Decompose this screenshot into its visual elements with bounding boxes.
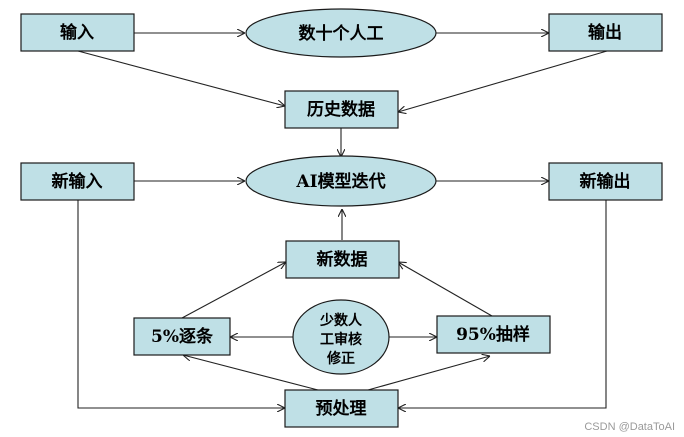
- node-output: 输出: [548, 13, 663, 52]
- edge-newoutput-to-preprocess: [398, 200, 607, 408]
- node-five-pct-review-label: 5%逐条: [151, 326, 214, 347]
- node-ninety-five-pct-sample-label: 95%抽样: [456, 324, 530, 345]
- node-five-pct-review: 5%逐条: [133, 317, 231, 356]
- node-preprocessing-label: 预处理: [316, 398, 367, 419]
- node-ai-model-iteration: AI模型迭代: [245, 155, 437, 207]
- node-ninety-five-pct-sample: 95%抽样: [436, 315, 551, 354]
- edge-input-to-history: [77, 50, 285, 106]
- node-input-label: 输入: [60, 22, 94, 43]
- node-new-data-label: 新数据: [317, 249, 368, 270]
- node-new-input-label: 新输入: [52, 171, 103, 192]
- node-history-data-label: 历史数据: [307, 99, 375, 120]
- node-new-output-label: 新输出: [580, 171, 631, 192]
- node-input: 输入: [20, 13, 135, 52]
- edges: [77, 33, 608, 408]
- edge-newinput-to-preprocess: [77, 200, 285, 408]
- node-human-dozens: 数十个人工: [245, 8, 437, 58]
- node-preprocessing: 预处理: [284, 389, 399, 428]
- edge-preprocess-to-ninetyfive: [367, 356, 490, 391]
- edge-ninetyfive-to-newdata: [398, 262, 493, 317]
- node-new-data: 新数据: [285, 240, 400, 279]
- edge-output-to-history: [398, 50, 608, 112]
- node-new-input: 新输入: [20, 162, 135, 201]
- node-history-data: 历史数据: [284, 90, 399, 129]
- node-ai-model-iteration-label: AI模型迭代: [295, 171, 385, 192]
- node-few-human-review: 少数人 工审核 修正: [292, 299, 390, 375]
- edge-preprocess-to-five: [183, 355, 319, 391]
- node-few-human-review-line3: 修正: [326, 350, 355, 367]
- node-few-human-review-line2: 工审核: [320, 331, 362, 348]
- node-few-human-review-line1: 少数人: [319, 312, 363, 329]
- node-output-label: 输出: [588, 22, 622, 43]
- edge-five-to-newdata: [181, 262, 286, 319]
- node-human-dozens-label: 数十个人工: [299, 23, 384, 44]
- node-new-output: 新输出: [548, 162, 663, 201]
- watermark: CSDN @DataToAI: [584, 421, 675, 433]
